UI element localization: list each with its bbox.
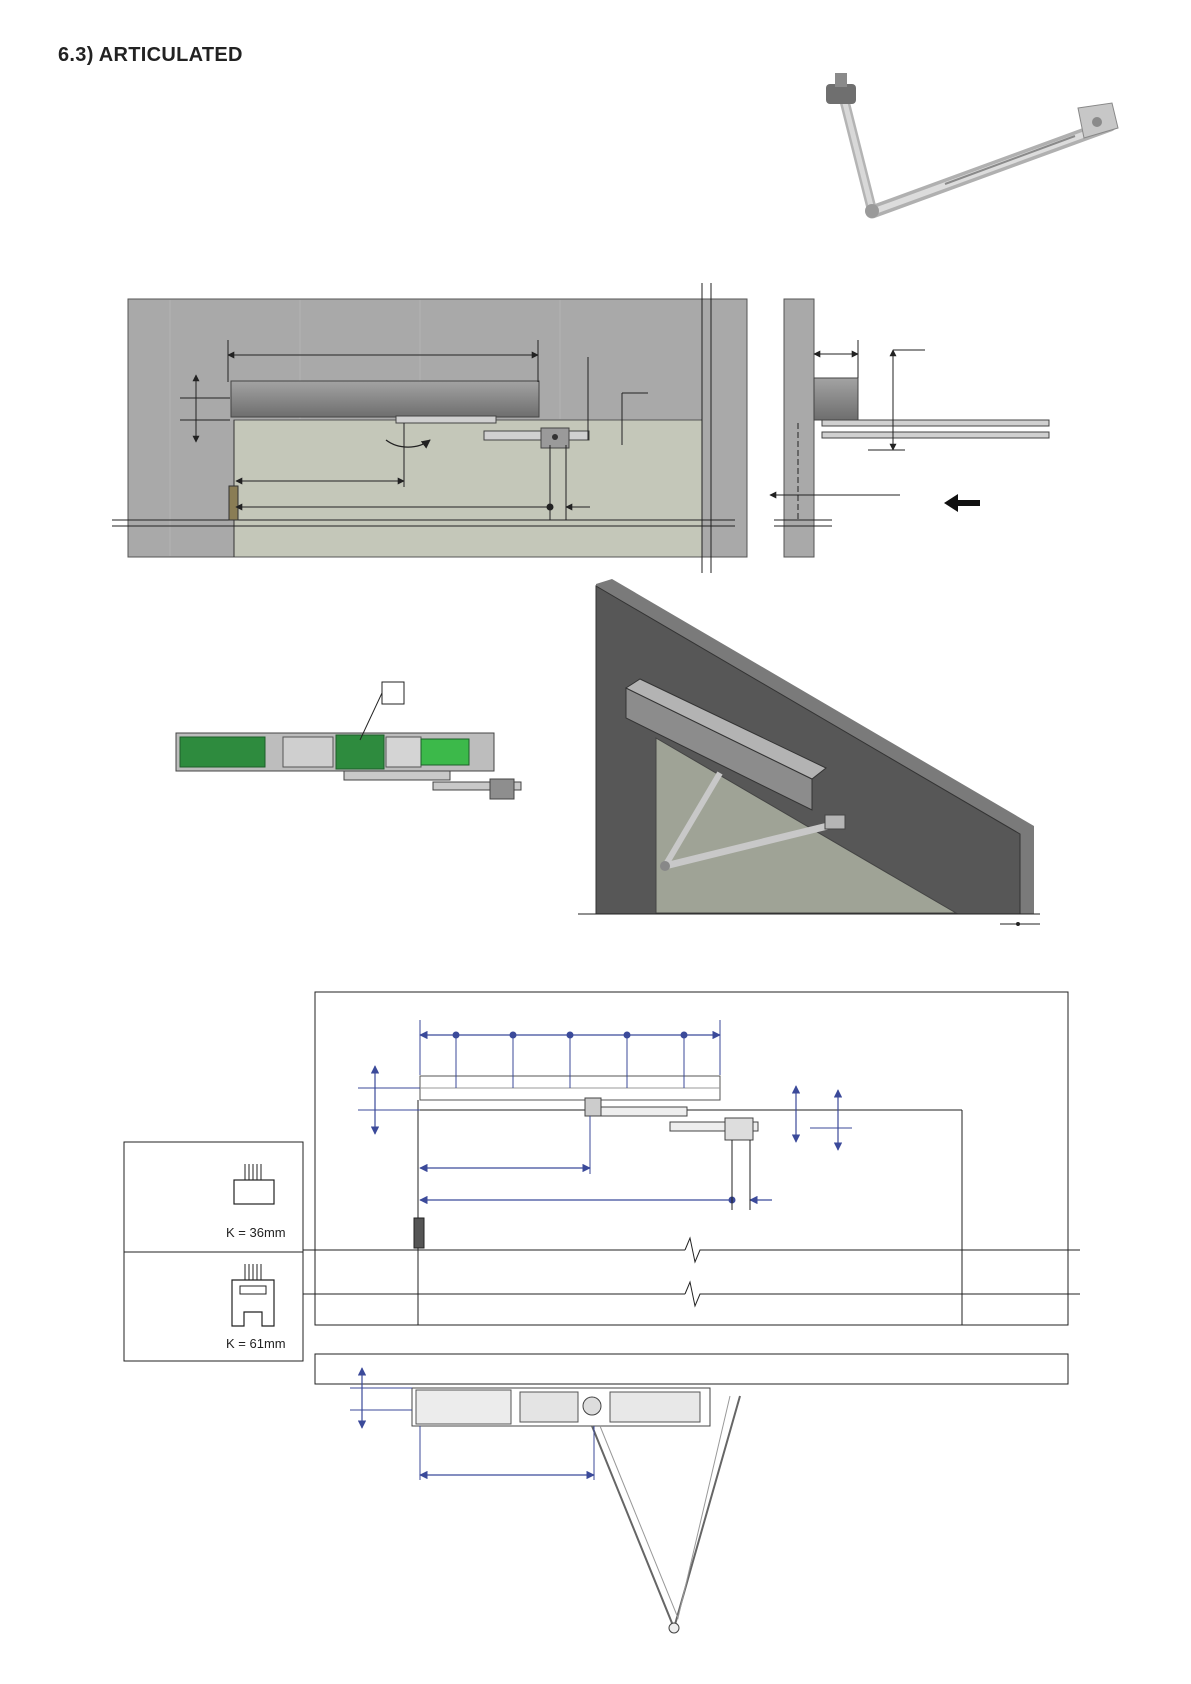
- perspective-installation-view: [578, 579, 1040, 926]
- k-option-panel: K = 36mm K = 61mm: [124, 1142, 303, 1361]
- plan-technical-drawing: [300, 992, 1080, 1325]
- top-down-plan-view: [315, 1354, 1068, 1633]
- k-option-36-label: K = 36mm: [226, 1225, 286, 1240]
- k-option-61-label: K = 61mm: [226, 1336, 286, 1351]
- articulated-arm-illustration: [826, 73, 1118, 218]
- side-section-view: [770, 299, 1049, 557]
- front-elevation-view: [112, 283, 747, 573]
- operator-internal-view: [176, 682, 521, 799]
